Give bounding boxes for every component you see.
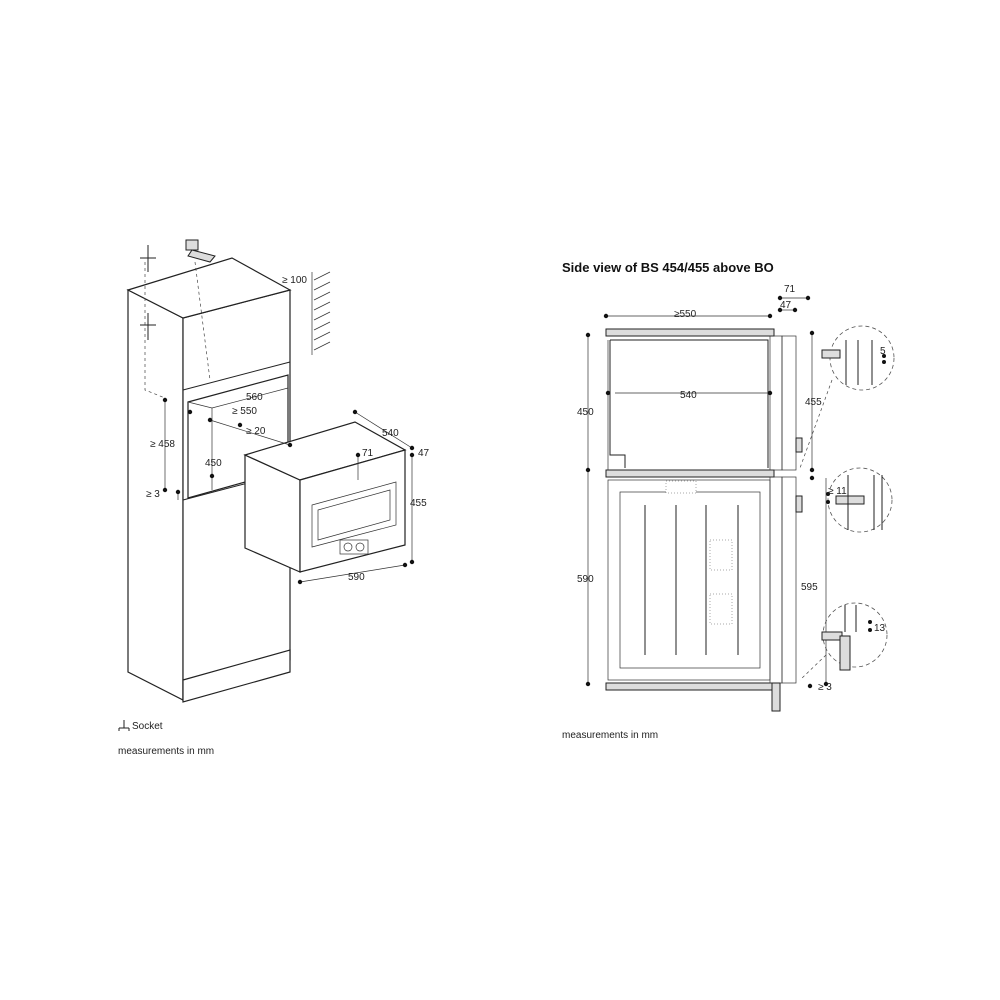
iso-dim-450: 450: [205, 458, 222, 469]
iso-dim-455: 455: [410, 498, 427, 509]
side-dim-450: 450: [577, 407, 594, 418]
side-dim-590: 590: [577, 574, 594, 585]
side-footnote: measurements in mm: [562, 730, 658, 741]
iso-dim-560: 560: [246, 392, 263, 403]
detail-circle-middle: [826, 467, 893, 533]
side-dim-595: 595: [801, 582, 818, 593]
bottom-shelf: [605, 682, 775, 691]
vent-grid-top: [665, 480, 697, 494]
iso-dim-20: ≥ 20: [246, 426, 266, 437]
side-view-title: Side view of BS 454/455 above BO: [562, 260, 774, 275]
isometric-view: ≥ 100 560 ≥ 550 ≥ 20 ≥ 458 450 ≥ 3 540 4…: [118, 239, 430, 757]
iso-dim-458: ≥ 458: [150, 439, 175, 450]
side-dim-13: 13: [874, 623, 886, 634]
upper-shelf: [605, 328, 775, 337]
upper-shelf-edge: [182, 361, 291, 391]
upper-appliance-door: [769, 335, 783, 471]
plinth-panel: [771, 682, 781, 712]
detail-circle-top: [799, 325, 895, 469]
cabinet-top-face: [126, 257, 292, 319]
iso-dim-590: 590: [348, 572, 365, 583]
side-dim-71: 71: [784, 284, 796, 295]
vent-grid-lower: [709, 593, 733, 625]
iso-footnote: measurements in mm: [118, 746, 214, 757]
iso-dim-3: ≥ 3: [146, 489, 160, 500]
cabinet-plinth: [182, 649, 291, 703]
side-dim-5: 5: [880, 346, 886, 357]
iso-dim-100: ≥ 100: [282, 275, 307, 286]
side-dim-455: 455: [805, 397, 822, 408]
legend-socket-label: Socket: [132, 721, 163, 732]
iso-dim-71: 71: [362, 448, 374, 459]
wall-hatch: [311, 271, 331, 355]
side-dim-540: 540: [680, 390, 697, 401]
middle-shelf: [605, 469, 775, 478]
lower-oven-door: [769, 476, 783, 684]
cable-path: [144, 262, 166, 399]
socket-icon: [140, 245, 156, 340]
detail-circle-bottom: [799, 602, 888, 681]
side-view: Side view of BS 454/455 above BO: [562, 260, 895, 741]
socket-icon: [118, 720, 130, 731]
legend-socket: Socket: [118, 720, 163, 732]
vent-grid-upper: [709, 539, 733, 571]
iso-dim-47: 47: [418, 448, 430, 459]
lower-oven-body: [607, 479, 771, 681]
appliance-control-panel: [339, 539, 369, 555]
lower-handle: [795, 495, 803, 513]
upper-appliance-body: [610, 339, 769, 468]
upper-handle: [795, 437, 803, 453]
side-dim-550: ≥550: [674, 309, 697, 320]
appliance-knob-right: [355, 542, 365, 552]
appliance-knob-left: [343, 542, 353, 552]
side-dim-11: ≥ 11: [828, 486, 847, 497]
appliance-front: [299, 449, 406, 573]
pencil-icon: [185, 239, 216, 263]
iso-dim-550: ≥ 550: [232, 406, 257, 417]
side-dim-3: ≥ 3: [818, 682, 832, 693]
side-dim-47: 47: [780, 300, 792, 311]
appliance-window: [311, 481, 397, 548]
iso-dim-540: 540: [382, 428, 399, 439]
